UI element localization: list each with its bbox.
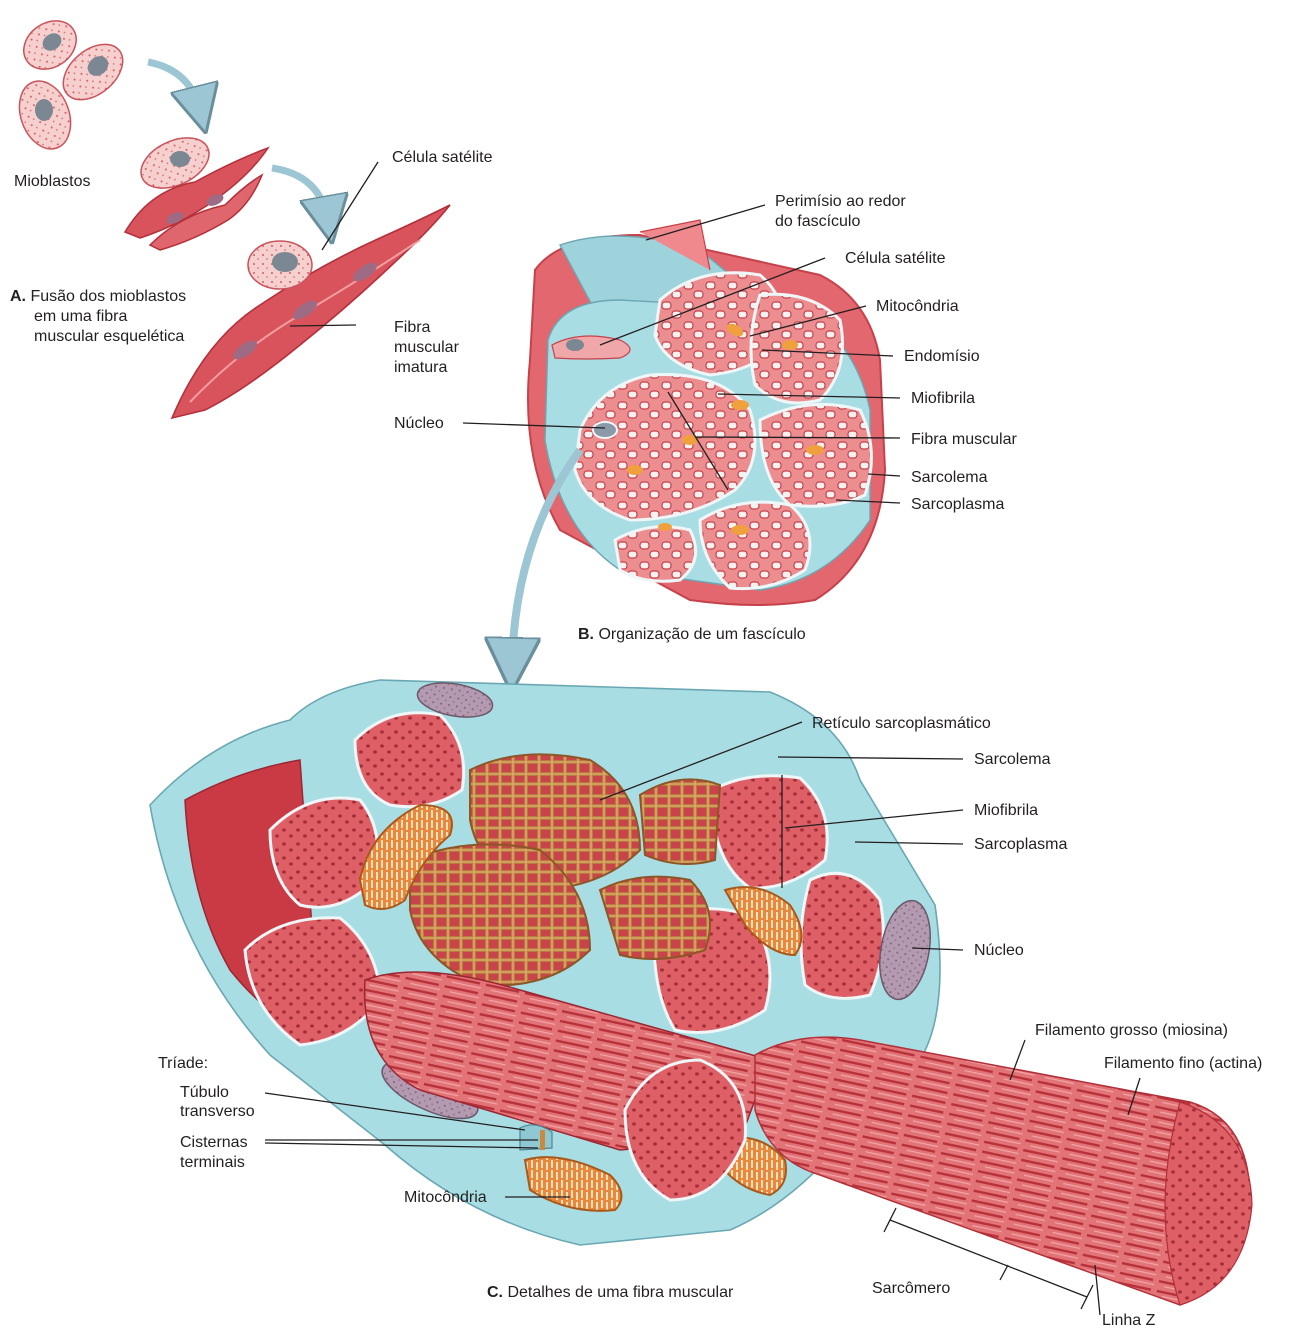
label-mioblastos: Mioblastos [14,172,90,192]
label-fibra-imatura-3: imatura [394,358,447,378]
label-cisternas-2: terminais [180,1153,245,1173]
caption-a-line2: em uma fibra [34,307,127,327]
fiber-right-top [751,294,843,403]
caption-b: B. Organização de um fascículo [578,625,806,645]
label-reticulo: Retículo sarcoplasmático [812,714,991,734]
label-perimisio-1: Perimísio ao redor [775,192,906,212]
label-fibra-imatura-1: Fibra [394,318,430,338]
label-mitocondria-c: Mitocôndria [404,1188,487,1208]
myoblast-cells [10,11,133,156]
triad-structure [520,1125,552,1150]
satellite-cell-b [552,336,630,359]
label-sarcolema-c: Sarcolema [974,750,1050,770]
label-perimisio-2: do fascículo [775,212,860,232]
label-tubulo-1: Túbulo [180,1083,229,1103]
label-sarcoplasma-c: Sarcoplasma [974,835,1067,855]
label-fibra-muscular: Fibra muscular [911,430,1017,450]
label-sarcolema-b: Sarcolema [911,468,987,488]
fiber-right [760,404,871,506]
label-nucleo-b: Núcleo [394,414,444,434]
label-celula-satelite-a: Célula satélite [392,148,493,168]
label-mitocondria-b: Mitocôndria [876,297,959,317]
fusion-arrow-2 [272,168,328,220]
caption-a-letter: A. [10,288,26,305]
label-triade: Tríade: [158,1054,208,1074]
caption-a: A. Fusão dos mioblastos [10,287,186,307]
caption-b-letter: B. [578,626,594,643]
label-tubulo-2: transverso [180,1102,255,1122]
immature-muscle-fiber [172,205,450,418]
label-fibra-imatura-2: muscular [394,338,459,358]
label-filamento-fino: Filamento fino (actina) [1104,1054,1262,1074]
caption-b-text: Organização de um fascículo [598,626,805,643]
label-sarcoplasma-b: Sarcoplasma [911,495,1004,515]
panel-a-myoblast-fusion [10,11,450,418]
caption-a-line1: Fusão dos mioblastos [30,288,186,305]
label-linha-z: Linha Z [1102,1311,1155,1331]
nucleus-b [593,422,617,438]
label-miofibrila-b: Miofibrila [911,389,975,409]
caption-c: C. Detalhes de uma fibra muscular [487,1283,733,1303]
caption-c-letter: C. [487,1284,503,1301]
caption-a-line3: muscular esquelética [34,327,184,347]
label-sarcomero: Sarcômero [872,1279,950,1299]
caption-c-text: Detalhes de uma fibra muscular [507,1284,733,1301]
label-endomisio: Endomísio [904,347,980,367]
myofibril-tip [1165,1102,1252,1305]
fusion-arrow-1 [148,62,200,110]
label-filamento-grosso: Filamento grosso (miosina) [1035,1021,1228,1041]
label-miofibrila-c: Miofibrila [974,801,1038,821]
label-nucleo-c: Núcleo [974,941,1024,961]
panel-c-fiber-detail [150,678,1252,1305]
label-cisternas-1: Cisternas [180,1133,248,1153]
label-celula-satelite-b: Célula satélite [845,249,946,269]
fiber-bottom-left [615,527,696,582]
fusing-myoblasts [125,128,268,250]
panel-b-fascicle [528,220,885,605]
